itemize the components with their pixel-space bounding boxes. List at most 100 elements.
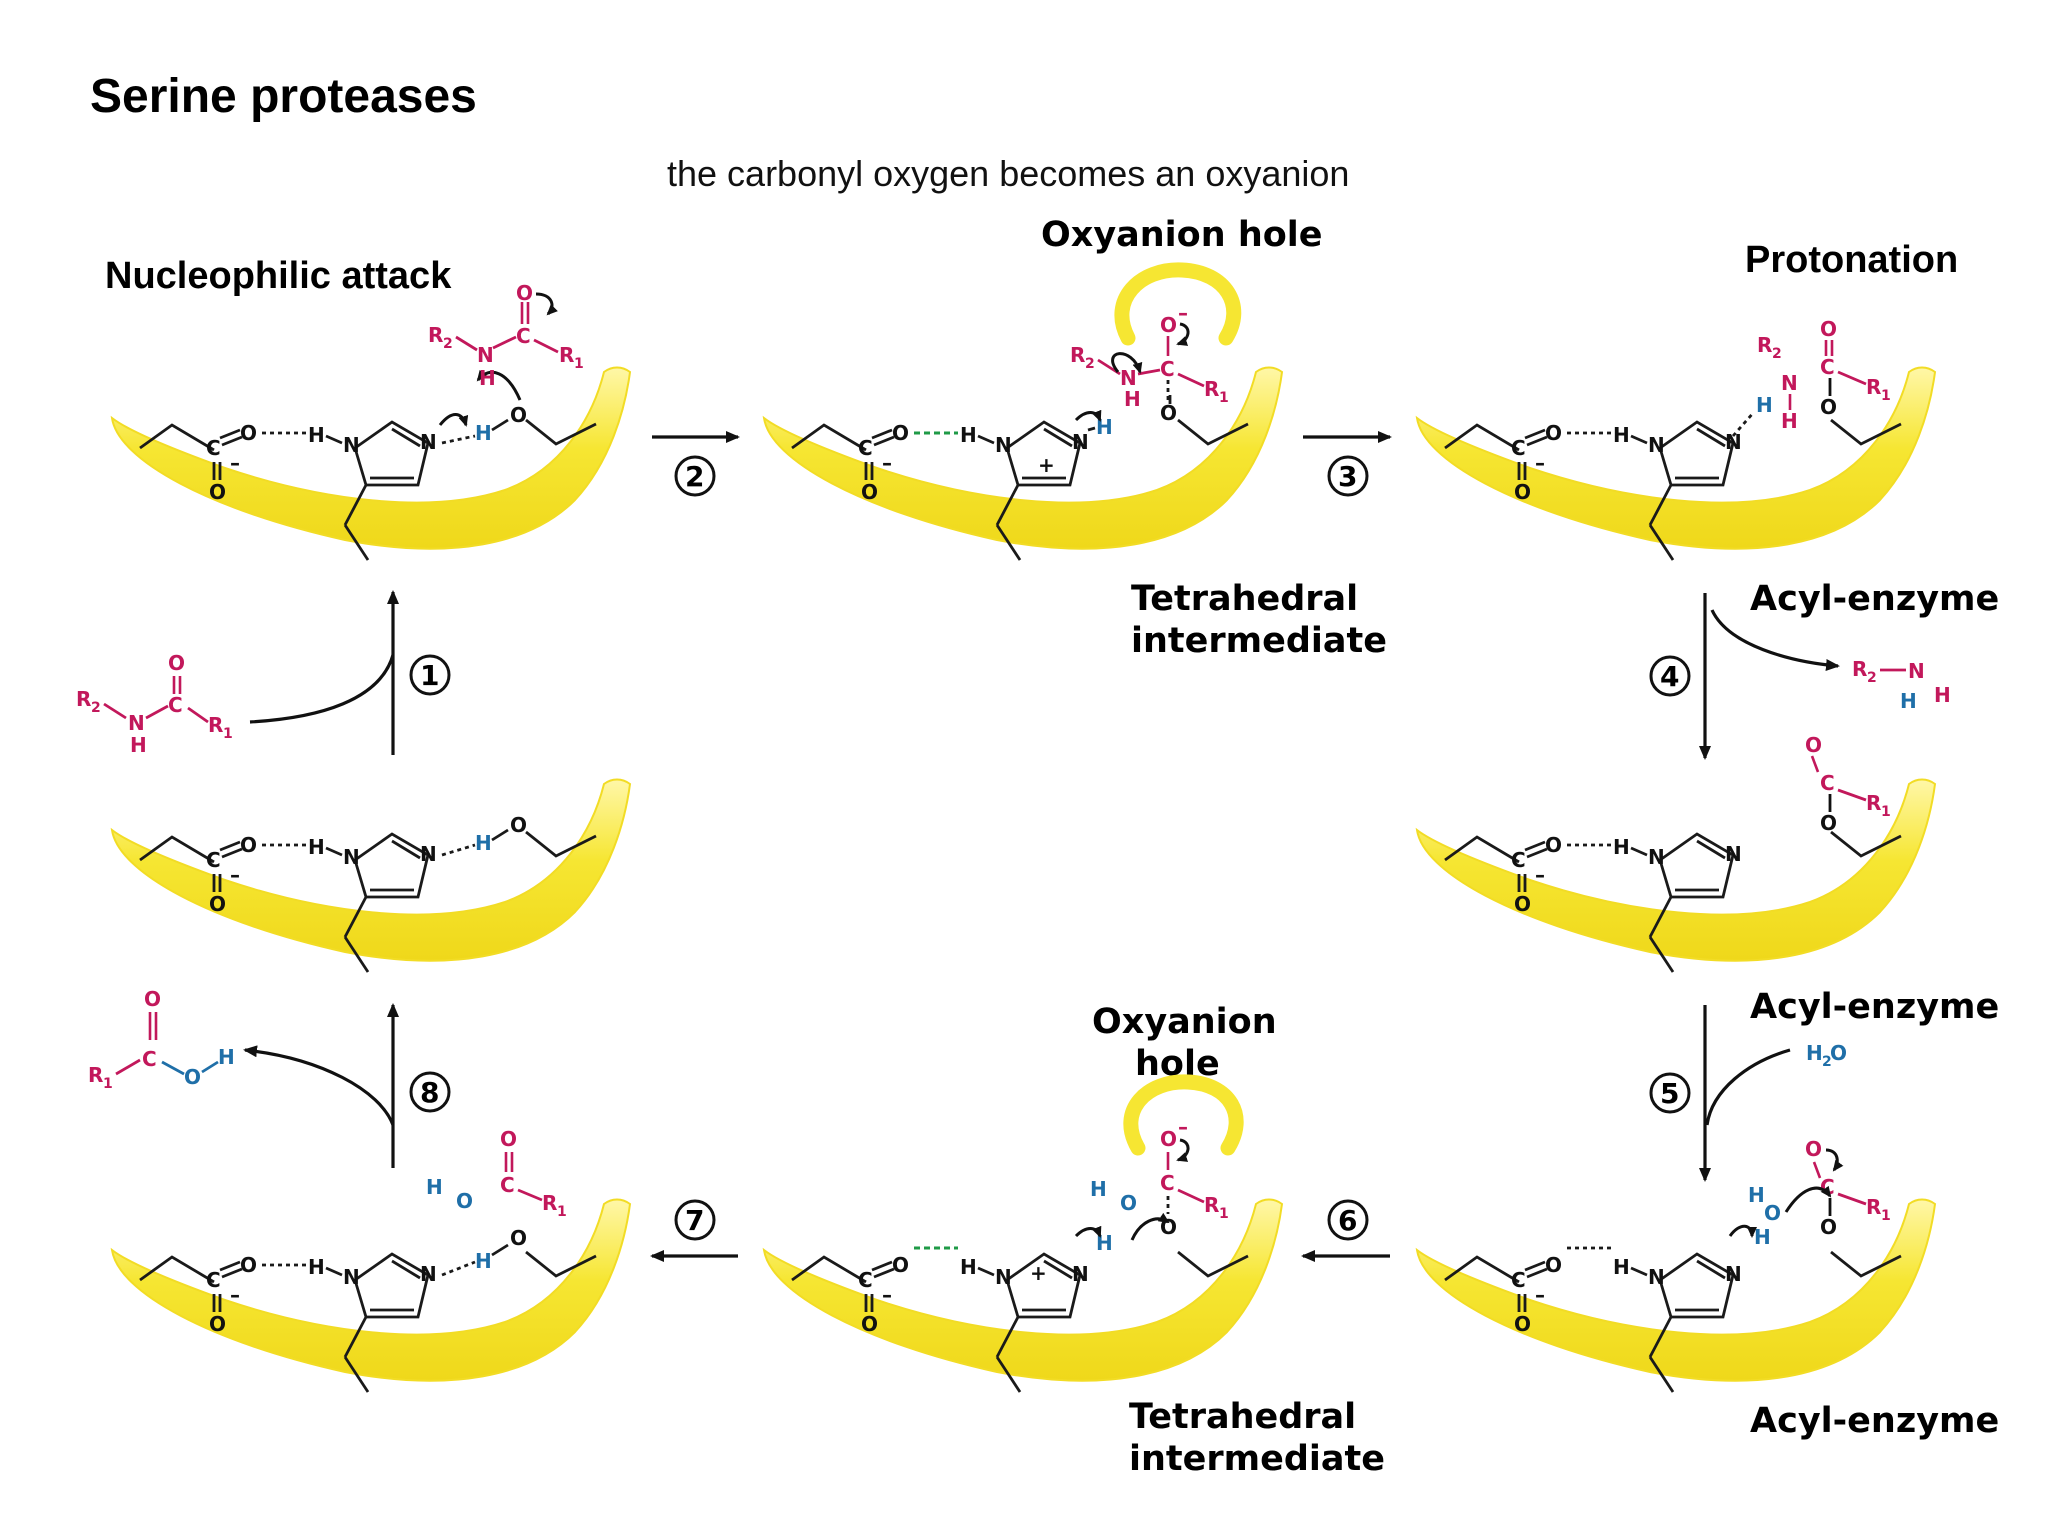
svg-text:O: O: [1820, 317, 1837, 341]
svg-text:O: O: [1764, 1201, 1781, 1225]
svg-text:H: H: [1806, 1041, 1823, 1065]
svg-text:2: 2: [443, 336, 453, 352]
svg-text:O: O: [456, 1189, 473, 1213]
svg-text:C: C: [142, 1047, 157, 1071]
panel-enzyme-substrate-complex: H O R 2 N H C O R 1: [110, 281, 632, 562]
svg-text:H: H: [1124, 387, 1141, 411]
svg-text:+: +: [1038, 453, 1055, 477]
panel-tetrahedral-intermediate-top: + H O R 2 N H C O – R 1: [762, 301, 1284, 562]
step-badge-8: 8: [409, 1071, 451, 1113]
svg-text:1: 1: [574, 356, 584, 372]
svg-text:2: 2: [1867, 670, 1877, 686]
svg-text:2: 2: [1772, 346, 1782, 362]
label-tetrahedral-bottom-line1: Tetrahedral: [1129, 1397, 1356, 1437]
svg-text:C: C: [500, 1173, 515, 1197]
svg-text:H: H: [475, 1249, 492, 1273]
svg-text:O: O: [1805, 733, 1822, 757]
svg-text:O: O: [1120, 1191, 1137, 1215]
svg-text:1: 1: [223, 726, 233, 742]
svg-text:2: 2: [685, 460, 704, 493]
step-badge-4: 4: [1649, 655, 1691, 697]
svg-text:H: H: [426, 1175, 443, 1199]
svg-text:2: 2: [1822, 1054, 1832, 1070]
svg-text:1: 1: [557, 1204, 567, 1220]
svg-text:H: H: [1756, 393, 1773, 417]
water-molecule: H 2 O: [1806, 1041, 1847, 1070]
svg-text:2: 2: [1085, 356, 1095, 372]
svg-text:C: C: [516, 324, 531, 348]
panel-product-release: H O H O C O R 1: [110, 1127, 632, 1394]
svg-text:R: R: [559, 343, 574, 367]
label-acyl-enzyme-1: Acyl-enzyme: [1750, 579, 1999, 619]
svg-text:R: R: [1866, 1195, 1881, 1219]
svg-text:N: N: [1908, 659, 1925, 683]
svg-text:N: N: [128, 711, 145, 735]
svg-text:7: 7: [685, 1204, 704, 1237]
svg-text:C: C: [1820, 355, 1835, 379]
svg-text:O: O: [144, 987, 161, 1011]
svg-text:5: 5: [1660, 1077, 1679, 1110]
svg-text:1: 1: [420, 659, 439, 692]
label-tetrahedral-bottom-line2: intermediate: [1129, 1439, 1385, 1479]
svg-text:1: 1: [1881, 388, 1891, 404]
svg-text:O: O: [1160, 401, 1177, 425]
svg-text:+: +: [1030, 1261, 1047, 1285]
svg-text:H: H: [1754, 1225, 1771, 1249]
svg-text:1: 1: [1881, 804, 1891, 820]
svg-text:O: O: [500, 1127, 517, 1151]
svg-text:C: C: [1160, 1171, 1175, 1195]
svg-text:H: H: [479, 366, 496, 390]
svg-text:H: H: [1934, 683, 1951, 707]
svg-text:H: H: [130, 733, 147, 757]
svg-text:O: O: [168, 651, 185, 675]
svg-text:H: H: [218, 1045, 235, 1069]
label-acyl-enzyme-2: Acyl-enzyme: [1750, 987, 1999, 1027]
svg-text:O: O: [510, 813, 527, 837]
panel-free-enzyme: H O: [110, 778, 632, 974]
svg-text:C: C: [168, 693, 183, 717]
svg-text:O: O: [184, 1065, 201, 1089]
step-badge-1: 1: [409, 654, 451, 696]
step-badge-5: 5: [1649, 1072, 1691, 1114]
svg-text:R: R: [1204, 377, 1219, 401]
svg-text:R: R: [76, 687, 91, 711]
label-tetrahedral-top-line2: intermediate: [1131, 621, 1387, 661]
step-badge-2: 2: [674, 455, 716, 497]
label-tetrahedral-top-line1: Tetrahedral: [1131, 579, 1358, 619]
arrow-acid-release: [243, 1045, 395, 1126]
svg-text:H: H: [1748, 1183, 1765, 1207]
panel-acyl-enzyme: O O C R 1: [1415, 733, 1937, 974]
svg-text:C: C: [1820, 1175, 1835, 1199]
svg-text:R: R: [428, 323, 443, 347]
svg-text:1: 1: [103, 1076, 113, 1092]
svg-text:R: R: [542, 1191, 557, 1215]
page-title: Serine proteases: [90, 70, 477, 123]
svg-text:R: R: [208, 713, 223, 737]
svg-text:–: –: [1178, 1115, 1188, 1139]
svg-text:O: O: [1830, 1041, 1847, 1065]
svg-text:2: 2: [91, 700, 101, 716]
svg-text:O: O: [510, 1226, 527, 1250]
page-subtitle: the carbonyl oxygen becomes an oxyanion: [667, 153, 1349, 194]
panel-water-attack: O H O H O C R 1: [1415, 1137, 1937, 1394]
svg-text:H: H: [475, 831, 492, 855]
svg-text:R: R: [1757, 333, 1772, 357]
step-badge-7: 7: [674, 1199, 716, 1241]
released-carboxylic-acid: R 1 C O O H: [88, 987, 235, 1092]
svg-text:O: O: [510, 403, 527, 427]
svg-text:1: 1: [1219, 390, 1229, 406]
panel-protonation: H O R 2 N H O C R 1: [1415, 317, 1937, 562]
arrow-substrate-entry: [249, 654, 395, 724]
svg-text:O: O: [516, 281, 533, 305]
svg-text:3: 3: [1338, 460, 1357, 493]
released-amine: R 2 N H H: [1852, 657, 1951, 713]
svg-text:C: C: [1160, 357, 1175, 381]
svg-text:H: H: [1900, 689, 1917, 713]
svg-text:N: N: [477, 343, 494, 367]
free-substrate-amide: R 2 N H C O R 1: [76, 651, 233, 757]
panel-tetrahedral-intermediate-bottom: + H O H O C O – R 1: [762, 1115, 1284, 1394]
label-protonation: Protonation: [1745, 239, 1958, 281]
svg-text:H: H: [475, 421, 492, 445]
label-oxyanion-hole-top: Oxyanion hole: [1041, 215, 1323, 255]
